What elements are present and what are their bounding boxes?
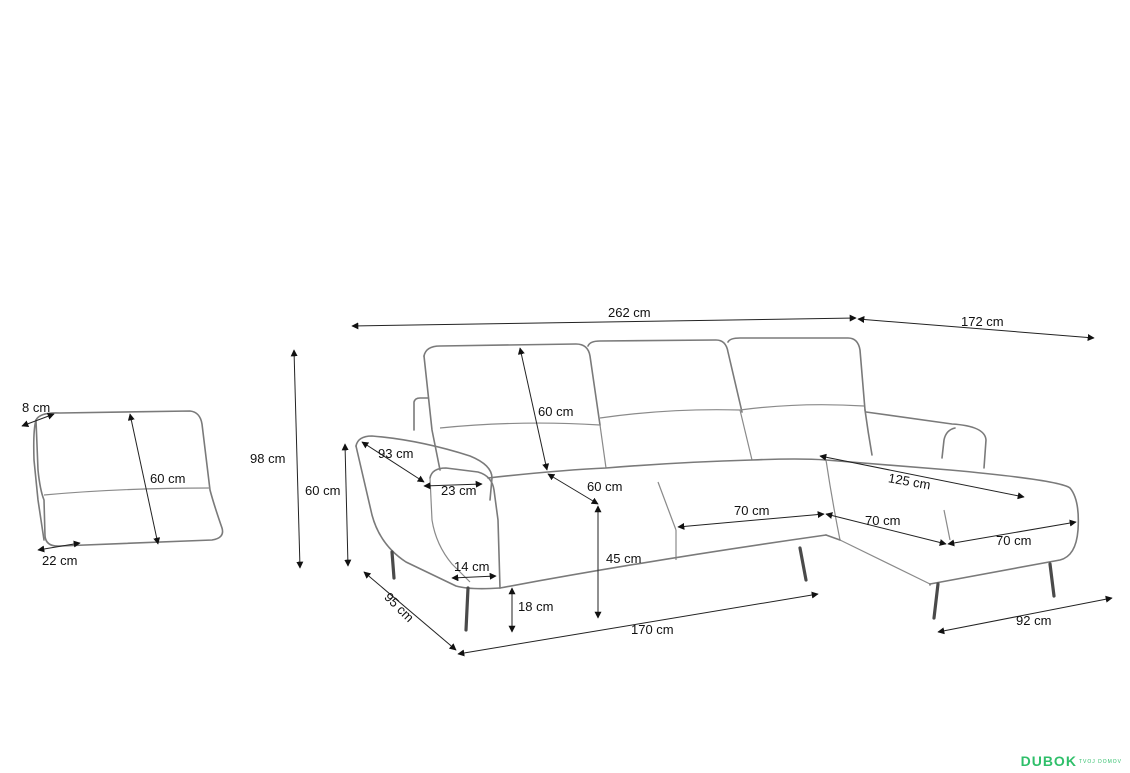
- label-seat-height: 45 cm: [606, 551, 641, 566]
- label-backrest-height: 60 cm: [538, 404, 573, 419]
- watermark-tagline: TVOJ DOMOV: [1078, 758, 1122, 765]
- dimension-labels: 262 cm 172 cm 98 cm 60 cm 60 cm 93 cm 23…: [22, 305, 1051, 637]
- label-cushion-thickness: 8 cm: [22, 400, 50, 415]
- label-armrest-width: 23 cm: [441, 483, 476, 498]
- back-cushion-drawing: [32, 410, 224, 547]
- label-armrest-height: 60 cm: [305, 483, 340, 498]
- label-chaise-length: 172 cm: [961, 314, 1004, 329]
- label-seat-depth: 60 cm: [587, 479, 622, 494]
- label-chaise-front-width: 70 cm: [996, 533, 1031, 548]
- label-chaise-width: 92 cm: [1016, 613, 1051, 628]
- label-sofa-depth: 95 cm: [381, 589, 417, 625]
- label-cushion-bottom-depth: 22 cm: [42, 553, 77, 568]
- label-total-width: 262 cm: [608, 305, 651, 320]
- label-cushion-height: 60 cm: [150, 471, 185, 486]
- label-seat-width-center: 70 cm: [734, 503, 769, 518]
- dimension-arrows: [21, 314, 1113, 657]
- label-leg-height: 18 cm: [518, 599, 553, 614]
- watermark-brand: DUBOK: [1020, 753, 1077, 769]
- label-chaise-depth: 125 cm: [887, 470, 932, 492]
- label-armrest-depth: 93 cm: [378, 446, 413, 461]
- label-chaise-inner-width: 70 cm: [865, 513, 900, 528]
- label-base-length: 170 cm: [631, 622, 674, 637]
- label-total-height: 98 cm: [250, 451, 285, 466]
- label-armrest-top-width: 14 cm: [454, 559, 489, 574]
